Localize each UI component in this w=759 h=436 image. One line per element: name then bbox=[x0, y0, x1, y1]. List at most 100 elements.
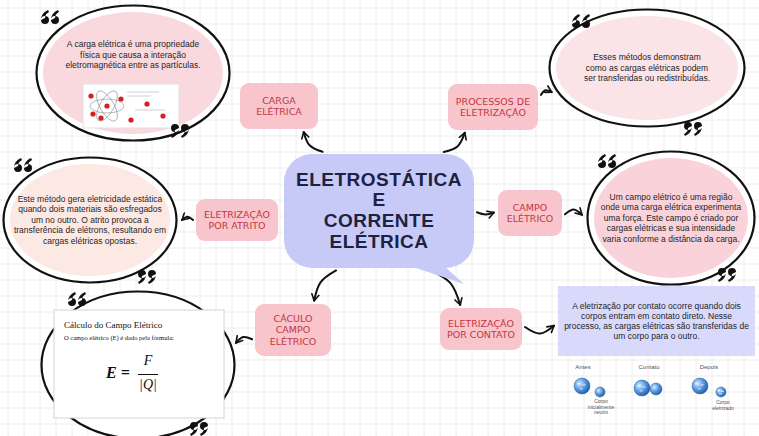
particle-dot bbox=[98, 115, 103, 120]
particle-dot bbox=[88, 93, 93, 98]
charge-sign bbox=[637, 385, 640, 386]
particle-dot bbox=[128, 117, 133, 122]
charge-sign bbox=[580, 388, 583, 389]
text-area: Este método gera eletricidade estática q… bbox=[12, 186, 168, 254]
charge-sign bbox=[583, 384, 586, 385]
picture-label-holder: Antes bbox=[566, 364, 600, 371]
text-area: ELETROSTÁTICA E CORRENTE ELÉTRICA bbox=[284, 154, 474, 268]
formula-text: |Q| bbox=[134, 377, 162, 393]
arrow-connector bbox=[444, 133, 465, 152]
quote-glyph bbox=[24, 158, 32, 172]
oval-fill bbox=[556, 16, 738, 120]
charged-sphere bbox=[716, 387, 726, 397]
bubble-body bbox=[284, 154, 474, 268]
topic-label: CARGA ELÉTRICA bbox=[244, 95, 314, 118]
quote-glyph bbox=[14, 158, 22, 172]
quote-mark bbox=[190, 422, 208, 436]
quote-glyph bbox=[78, 292, 86, 306]
charge-sign bbox=[701, 384, 704, 385]
oval-shape bbox=[35, 4, 231, 142]
quote-mark bbox=[598, 154, 616, 168]
picture-label-holder: Corpo eletrizado bbox=[706, 400, 740, 411]
oval-fill bbox=[43, 12, 223, 134]
charge-sign bbox=[717, 390, 720, 391]
quote-glyph bbox=[41, 10, 49, 24]
picture-line bbox=[127, 96, 151, 97]
quote-glyph bbox=[718, 268, 726, 282]
formula-text: E = bbox=[98, 364, 138, 382]
picture-label: Corpo inicialmente neutro bbox=[584, 399, 618, 416]
orbit bbox=[92, 88, 121, 124]
arrow-connector bbox=[477, 212, 494, 214]
arrow-connector bbox=[304, 132, 323, 152]
oval-outline bbox=[550, 10, 745, 127]
formula-text-holder: |Q| bbox=[134, 377, 162, 393]
formula-oval: Cálculo do Campo ElétricoO campo elétric… bbox=[40, 290, 236, 436]
formula-text-holder: O campo elétrico (E) é dado pela fórmula… bbox=[64, 334, 224, 341]
topic-box: CAMPO ELÉTRICO bbox=[498, 190, 562, 236]
quote-glyph bbox=[572, 14, 580, 28]
topic-label: PROCESSOS DE ELETRIZAÇÃO bbox=[452, 96, 534, 119]
quote-oval: Um campo elétrico é uma região onde uma … bbox=[586, 150, 756, 286]
topic-box: PROCESSOS DE ELETRIZAÇÃO bbox=[448, 84, 538, 130]
text-area: Esses métodos demonstram como as cargas … bbox=[582, 38, 712, 98]
arrow-connector bbox=[182, 217, 193, 220]
arrow-connector bbox=[314, 270, 336, 300]
picture-label: Depois bbox=[690, 364, 728, 371]
quote-glyph bbox=[51, 10, 59, 24]
quote-oval: Esses métodos demonstram como as cargas … bbox=[548, 8, 746, 128]
grid-line bbox=[0, 152, 759, 153]
quote-mark bbox=[572, 14, 590, 28]
grid-line bbox=[488, 0, 489, 436]
charge-sign bbox=[695, 383, 698, 384]
topic-label: CÁCULO CAMPO ELÉTRICO bbox=[259, 313, 327, 347]
oval-outline bbox=[37, 6, 230, 141]
info-box: A eletrização por contato ocorre quando … bbox=[558, 286, 755, 356]
quote-mark bbox=[41, 10, 59, 24]
description-text: Um campo elétrico é uma região onde uma … bbox=[600, 192, 742, 244]
formula-text: O campo elétrico (E) é dado pela fórmula… bbox=[64, 334, 224, 341]
quote-oval: A carga elétrica é uma propriedade físic… bbox=[35, 4, 231, 142]
quote-glyph bbox=[694, 122, 702, 136]
orbit bbox=[92, 88, 121, 124]
formula-text-holder: E = bbox=[98, 364, 138, 382]
oval-outline bbox=[42, 292, 235, 436]
quote-oval: Este método gera eletricidade estática q… bbox=[2, 156, 178, 284]
arrow-connector bbox=[236, 337, 252, 343]
particle-dot bbox=[144, 101, 149, 106]
description-text: Esses métodos demonstram como as cargas … bbox=[582, 52, 712, 83]
quote-mark bbox=[684, 122, 702, 136]
description-text: A eletrização por contato ocorre quando … bbox=[564, 301, 749, 342]
quote-mark bbox=[171, 124, 189, 138]
charge-sign bbox=[640, 390, 643, 391]
charged-sphere bbox=[595, 387, 605, 397]
picture-label: Corpo eletrizado bbox=[706, 400, 740, 411]
quote-glyph bbox=[138, 270, 146, 284]
oval-fill bbox=[594, 158, 748, 278]
quote-glyph bbox=[68, 292, 76, 306]
charge-sign bbox=[643, 386, 646, 387]
particle-dot bbox=[118, 96, 123, 101]
picture-label-holder: Depois bbox=[690, 364, 728, 371]
topic-box: CARGA ELÉTRICA bbox=[240, 83, 318, 129]
charge-sign bbox=[719, 393, 722, 394]
charge-sign bbox=[698, 388, 701, 389]
charged-sphere bbox=[634, 380, 650, 396]
charged-sphere bbox=[650, 383, 662, 395]
formula-text: F bbox=[134, 353, 162, 369]
quote-mark bbox=[138, 270, 156, 284]
charge-sign bbox=[577, 383, 580, 384]
particle-dot bbox=[90, 111, 95, 116]
fraction-bar bbox=[138, 374, 158, 375]
particle-dot bbox=[160, 113, 165, 118]
quote-glyph bbox=[728, 268, 736, 282]
quote-glyph bbox=[181, 124, 189, 138]
quote-glyph bbox=[200, 422, 208, 436]
picture-label: Contato bbox=[628, 364, 670, 371]
text-area: Um campo elétrico é uma região onde uma … bbox=[600, 188, 742, 248]
topic-box: ELETRIZAÇÃO POR CONTATO bbox=[440, 308, 522, 350]
oval-shape bbox=[40, 290, 236, 436]
quote-glyph bbox=[190, 422, 198, 436]
picture-label-holder: Contato bbox=[628, 364, 670, 371]
